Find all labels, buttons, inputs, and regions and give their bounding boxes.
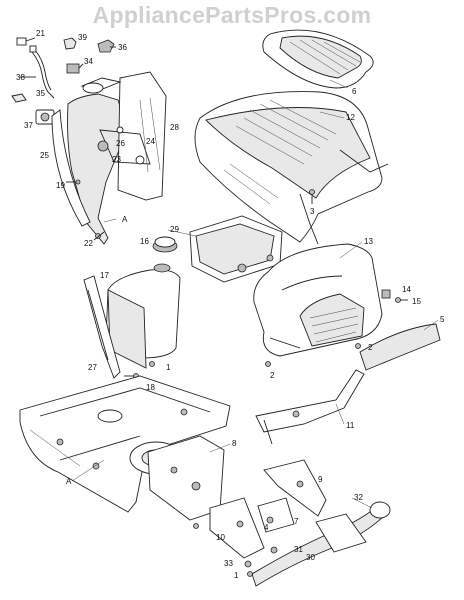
label-8: 8 xyxy=(232,439,237,448)
part-5-lens xyxy=(359,323,441,371)
part-8-front-bracket xyxy=(147,435,225,521)
label-27: 27 xyxy=(88,363,97,372)
part-37-key-switch xyxy=(35,109,55,125)
part-32-bumper-cap xyxy=(369,501,391,519)
part-1-screw-upper xyxy=(149,361,155,367)
part-25-dash-panel xyxy=(51,71,167,245)
part-15-screw xyxy=(395,297,408,303)
part-33-bolt xyxy=(244,560,252,568)
label-18: 18 xyxy=(146,383,155,392)
part-38-harness xyxy=(20,45,55,99)
part-1-screw-lower xyxy=(247,571,253,577)
label-33: 33 xyxy=(224,559,233,568)
label-11: 11 xyxy=(346,421,355,430)
part-4-spacer xyxy=(266,516,274,524)
label-1-lower: 1 xyxy=(234,571,239,580)
label-17: 17 xyxy=(100,271,109,280)
label-9: 9 xyxy=(318,475,323,484)
label-21: 21 xyxy=(36,29,45,38)
label-32: 32 xyxy=(354,493,363,502)
label-12: 12 xyxy=(346,113,355,122)
label-26: 26 xyxy=(116,139,125,148)
part-29-battery-tray xyxy=(189,215,283,283)
part-36-knob xyxy=(97,39,116,53)
part-11-hood-pivot-bracket xyxy=(255,369,365,445)
leader-lines xyxy=(71,79,439,509)
part-39-clip xyxy=(63,37,77,50)
part-27-support-bracket xyxy=(83,275,121,379)
label-36: 36 xyxy=(118,43,127,52)
label-2-left: 2 xyxy=(270,371,275,380)
callout-labels: 21 39 36 34 38 35 37 25 26 28 23 24 19 A… xyxy=(16,29,445,580)
label-7: 7 xyxy=(294,517,299,526)
label-a-lower: A xyxy=(66,477,72,486)
part-22-screw xyxy=(93,231,105,241)
label-16: 16 xyxy=(140,237,149,246)
label-38: 38 xyxy=(16,73,25,82)
label-2-right: 2 xyxy=(368,343,373,352)
label-23: 23 xyxy=(112,155,121,164)
part-10-axle-plate xyxy=(193,497,265,559)
label-37: 37 xyxy=(24,121,33,130)
part-16-fuel-cap xyxy=(152,236,178,253)
part-14-clip xyxy=(381,289,391,299)
part-13-front-grille-housing xyxy=(253,243,383,357)
part-31-bolt xyxy=(270,546,278,554)
label-13: 13 xyxy=(364,237,373,246)
label-6: 6 xyxy=(352,87,357,96)
part-3-screw xyxy=(309,189,315,204)
part-21-switch xyxy=(16,37,36,46)
label-39: 39 xyxy=(78,33,87,42)
label-15: 15 xyxy=(412,297,421,306)
part-35-bracket xyxy=(11,93,27,103)
label-5: 5 xyxy=(440,315,445,324)
label-35: 35 xyxy=(36,89,45,98)
part-12-hood xyxy=(194,91,389,245)
part-2-screws xyxy=(265,343,361,367)
part-34-connector xyxy=(66,63,84,74)
label-34: 34 xyxy=(84,57,93,66)
label-31: 31 xyxy=(294,545,303,554)
label-1-upper: 1 xyxy=(166,363,171,372)
label-3: 3 xyxy=(310,207,315,216)
label-14: 14 xyxy=(402,285,411,294)
label-30: 30 xyxy=(306,553,315,562)
label-22: 22 xyxy=(84,239,93,248)
label-25: 25 xyxy=(40,151,49,160)
label-19: 19 xyxy=(56,181,65,190)
part-19-screw xyxy=(66,179,81,185)
part-6-hood-grille-cover xyxy=(262,29,374,89)
part-17-fuel-tank xyxy=(105,263,181,369)
label-29: 29 xyxy=(170,225,179,234)
label-24: 24 xyxy=(146,137,155,146)
label-a-upper: A xyxy=(122,215,128,224)
label-4: 4 xyxy=(264,523,269,532)
label-10: 10 xyxy=(216,533,225,542)
part-7-bracket-plate xyxy=(257,497,295,533)
label-28: 28 xyxy=(170,123,179,132)
watermark: AppliancePartsPros.com xyxy=(92,2,372,28)
part-9-axle-bracket xyxy=(263,459,327,517)
